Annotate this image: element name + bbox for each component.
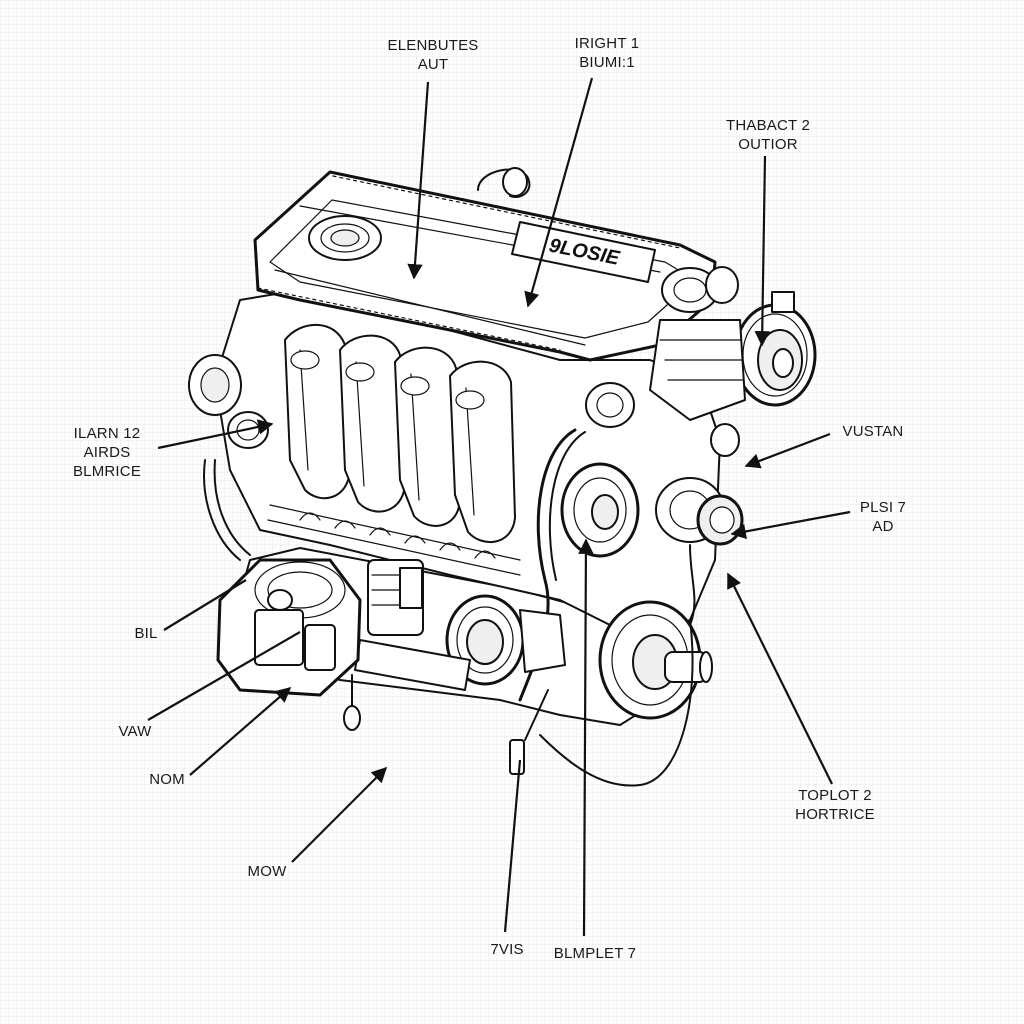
arrow-vaw <box>147 631 301 721</box>
label-elenbutes-line2: AUT <box>417 56 449 73</box>
label-ilarn-line3: BLMRICE <box>72 463 142 480</box>
label-mow: MOW <box>232 862 302 881</box>
arrow-plsi <box>730 510 851 540</box>
accessory-cluster <box>585 266 746 457</box>
water-pump <box>560 462 640 558</box>
label-vustan-line1: VUSTAN <box>842 423 904 440</box>
arrow-thabact <box>754 155 770 347</box>
leader-arrows <box>147 77 851 937</box>
lower-gear-housing <box>216 558 362 697</box>
arrow-vis <box>503 759 522 933</box>
label-ilarn: ILARN 12 AIRDS BLMRICE <box>52 424 162 481</box>
label-vis-line1: 7VIS <box>490 941 524 958</box>
label-plsi-line2: AD <box>872 518 894 535</box>
arrow-nom <box>189 686 292 776</box>
arrow-topiot <box>727 572 833 785</box>
label-plsi: PLSI 7 AD <box>838 498 928 536</box>
idler-pulley <box>655 477 744 546</box>
label-topiot-line1: TOPLOT 2 <box>798 787 872 804</box>
label-ilarn-line1: ILARN 12 <box>73 425 141 442</box>
label-nom-line1: NOM <box>149 771 185 788</box>
label-elenbutes: ELENBUTES AUT <box>378 36 488 74</box>
intake-manifold <box>284 323 516 543</box>
arrow-ilarn <box>157 419 274 450</box>
arrow-elenbutes <box>407 81 430 280</box>
label-vis: 7VIS <box>472 940 542 959</box>
alternator-pulley <box>733 291 817 407</box>
label-vaw: VAW <box>100 722 170 741</box>
label-bil: BIL <box>118 624 174 643</box>
label-iright-line2: BIUMI:1 <box>579 54 635 71</box>
arrow-mow <box>291 766 388 863</box>
label-blmplet-line1: BLMPLET 7 <box>553 945 637 962</box>
arrow-blmplet <box>578 538 594 937</box>
label-topiot-line2: HORTRICE <box>795 806 875 823</box>
label-thabact-line1: THABACT 2 <box>725 117 811 134</box>
throttle-port <box>445 594 566 686</box>
label-thabact-line2: OUTIOR <box>738 136 798 153</box>
arrow-iright <box>524 77 594 308</box>
arrow-bil <box>163 579 247 631</box>
engine-drawing: 9LOSIE <box>188 167 817 787</box>
crank-pulley <box>598 600 713 720</box>
sensor-housing <box>354 559 471 691</box>
label-mow-line1: MOW <box>247 863 287 880</box>
arrow-vustan <box>744 432 831 469</box>
label-vustan: VUSTAN <box>828 422 918 441</box>
label-ilarn-line2: AIRDS <box>83 444 131 461</box>
label-plsi-line1: PLSI 7 <box>859 499 907 516</box>
label-iright-line1: IRIGHT 1 <box>574 35 640 52</box>
label-blmplet: BLMPLET 7 <box>540 944 650 963</box>
label-bil-line1: BIL <box>134 625 158 642</box>
label-nom: NOM <box>132 770 202 789</box>
label-topiot: TOPLOT 2 HORTRICE <box>780 786 890 824</box>
label-elenbutes-line1: ELENBUTES <box>387 37 479 54</box>
label-vaw-line1: VAW <box>118 723 152 740</box>
label-iright: IRIGHT 1 BIUMI:1 <box>552 34 662 72</box>
label-thabact: THABACT 2 OUTIOR <box>708 116 828 154</box>
